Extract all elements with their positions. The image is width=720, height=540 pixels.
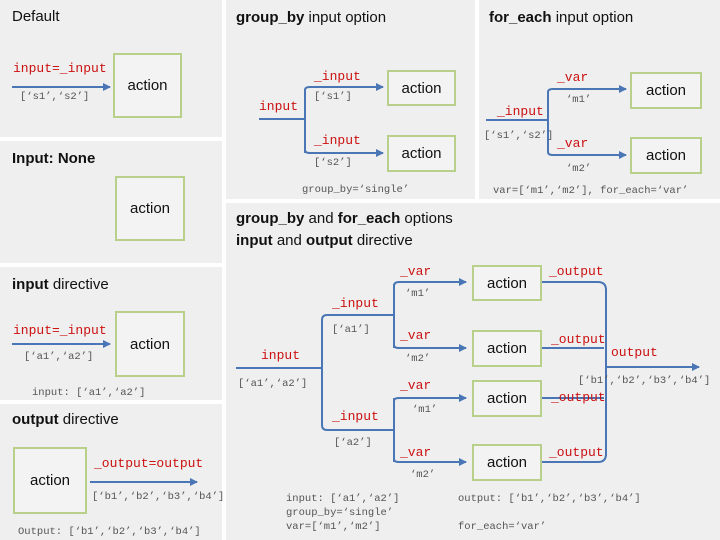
input-directive-list: [‘a1’,‘a2’] xyxy=(24,351,94,363)
combined-input-list: [‘a1’,‘a2’] xyxy=(238,378,308,390)
input-directive-title: input directive xyxy=(12,276,109,293)
group-by-branch2-label: _input xyxy=(314,133,361,148)
default-input-list: [‘s1’,‘s2’] xyxy=(20,91,90,103)
combined-var-m2-2: ‘m2’ xyxy=(410,469,436,481)
input-directive-note: input: [‘a1’,‘a2’] xyxy=(32,387,146,399)
input-none-title: Input: None xyxy=(12,150,96,167)
group-by-branch2-list: [‘s2’] xyxy=(314,157,352,169)
combined-note-var: var=[‘m1’,‘m2’] xyxy=(286,521,381,533)
combined-note-for-each: for_each=‘var’ xyxy=(458,521,547,533)
for-each-action-box-2: action xyxy=(630,137,702,174)
combined-title2-mid: and xyxy=(272,232,307,249)
panel-input-directive xyxy=(0,267,222,400)
for-each-branch2-label: _var xyxy=(557,136,589,151)
group-by-input-label: input xyxy=(259,99,299,114)
panel-default xyxy=(0,0,222,137)
output-directive-list: [‘b1’,‘b2’,‘b3’,‘b4’] xyxy=(92,491,225,503)
combined-output-label-3: _output xyxy=(551,390,606,405)
panel-input-none xyxy=(0,141,222,263)
output-directive-note: Output: [‘b1’,‘b2’,‘b3’,‘b4’] xyxy=(18,526,201,538)
input-none-action-box: action xyxy=(115,176,185,241)
combined-group1-label: _input xyxy=(332,296,379,311)
group-by-title-rest: input option xyxy=(304,9,387,26)
combined-output-label-4: _output xyxy=(549,445,604,460)
combined-action-box-1: action xyxy=(472,265,542,301)
group-by-action-box-1: action xyxy=(387,70,456,106)
default-title: Default xyxy=(12,8,60,25)
group-by-branch1-list: [‘s1’] xyxy=(314,91,352,103)
group-by-title-bold: group_by xyxy=(236,9,305,26)
input-directive-title-bold: input xyxy=(12,276,49,293)
for-each-title-bold: for_each xyxy=(489,9,552,26)
for-each-branch2-val: ‘m2’ xyxy=(566,163,592,175)
output-directive-title-rest: directive xyxy=(58,411,119,428)
combined-title-line2: input and output directive xyxy=(236,232,413,249)
combined-action-box-2: action xyxy=(472,330,542,367)
combined-title-line1: group_by and for_each options xyxy=(236,210,453,227)
combined-var-label-1: _var xyxy=(400,264,432,279)
input-directive-action-box: action xyxy=(115,311,185,377)
combined-note-output: output: [‘b1’,‘b2’,‘b3’,‘b4’] xyxy=(458,493,641,505)
for-each-action-box-1: action xyxy=(630,72,702,109)
group-by-title: group_by input option xyxy=(236,9,386,26)
combined-note-group: group_by=‘single’ xyxy=(286,507,394,519)
combined-output-list: [‘b1’,‘b2’,‘b3’,‘b4’] xyxy=(578,375,711,387)
group-by-action-box-2: action xyxy=(387,135,456,172)
combined-title2-bold-a: input xyxy=(236,232,273,249)
output-directive-title-bold: output xyxy=(12,411,59,428)
combined-group2-list: [‘a2’] xyxy=(334,437,372,449)
combined-title1-end: options xyxy=(400,210,453,227)
combined-action-box-3: action xyxy=(472,380,542,417)
for-each-branch1-label: _var xyxy=(557,70,589,85)
default-input-label: input=_input xyxy=(13,61,107,76)
combined-title1-bold-a: group_by xyxy=(236,210,305,227)
combined-input-label: input xyxy=(261,348,301,363)
panel-combined xyxy=(226,203,720,540)
for-each-title-rest: input option xyxy=(551,9,634,26)
output-directive-action-box: action xyxy=(13,447,87,514)
combined-var-m1-1: ‘m1’ xyxy=(405,288,431,300)
combined-var-label-3: _var xyxy=(400,378,432,393)
combined-group1-list: [‘a1’] xyxy=(332,324,370,336)
for-each-input-list: [‘s1’,‘s2’] xyxy=(484,130,554,142)
combined-title2-bold-b: output xyxy=(306,232,353,249)
input-directive-input-label: input=_input xyxy=(13,323,107,338)
combined-output-name: output xyxy=(611,345,658,360)
combined-title1-mid: and xyxy=(304,210,338,227)
combined-output-label-2: _output xyxy=(551,332,606,347)
for-each-note: var=[‘m1’,‘m2’], for_each=‘var’ xyxy=(493,185,689,197)
group-by-note: group_by=‘single’ xyxy=(302,184,410,196)
combined-var-m1-2: ‘m1’ xyxy=(412,404,438,416)
combined-var-label-2: _var xyxy=(400,328,432,343)
default-action-box: action xyxy=(113,53,182,118)
combined-output-label-1: _output xyxy=(549,264,604,279)
combined-group2-label: _input xyxy=(332,409,379,424)
input-directive-title-rest: directive xyxy=(48,276,109,293)
combined-title1-bold-b: for_each xyxy=(337,210,401,227)
combined-var-label-4: _var xyxy=(400,445,432,460)
for-each-input-label: _input xyxy=(497,104,544,119)
combined-title2-end: directive xyxy=(352,232,413,249)
combined-var-m2-1: ‘m2’ xyxy=(405,353,431,365)
output-directive-output-label: _output=output xyxy=(94,456,204,471)
combined-action-box-4: action xyxy=(472,444,542,481)
output-directive-title: output directive xyxy=(12,411,119,428)
group-by-branch1-label: _input xyxy=(314,69,361,84)
for-each-title: for_each input option xyxy=(489,9,633,26)
combined-note-input: input: [‘a1’,‘a2’] xyxy=(286,493,400,505)
for-each-branch1-val: ‘m1’ xyxy=(566,94,592,106)
